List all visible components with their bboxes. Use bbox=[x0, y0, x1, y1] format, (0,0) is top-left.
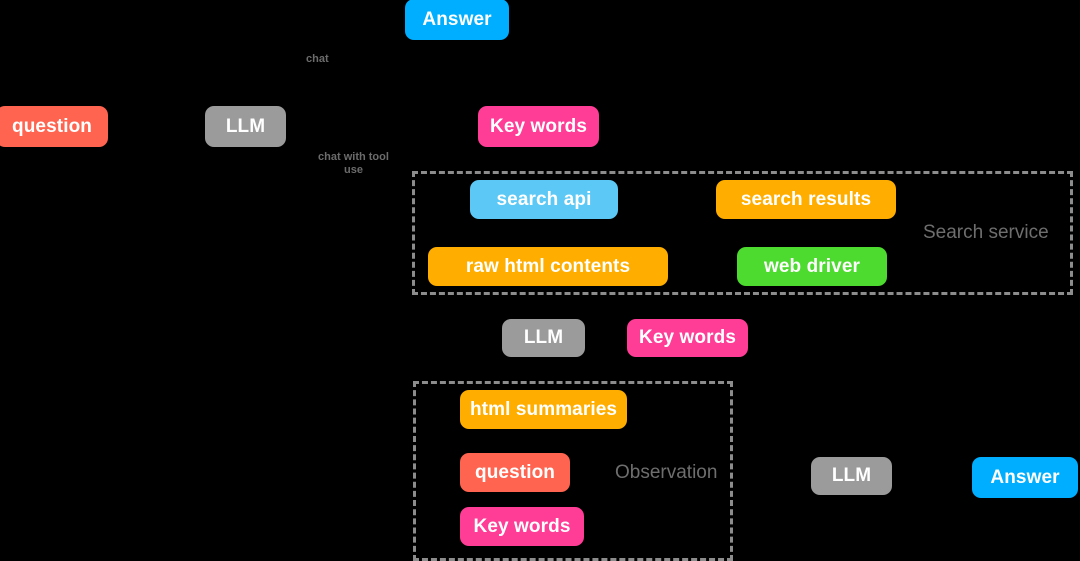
node-llm-right[interactable]: LLM bbox=[811, 457, 892, 495]
edge-label-chat-with-tool-use: chat with tool use bbox=[318, 151, 389, 176]
node-keywords-observation[interactable]: Key words bbox=[460, 507, 584, 546]
node-question-left[interactable]: question bbox=[0, 106, 108, 147]
node-web-driver[interactable]: web driver bbox=[737, 247, 887, 286]
group-search-service bbox=[412, 171, 1073, 295]
node-llm-left[interactable]: LLM bbox=[205, 106, 286, 147]
node-keywords-top[interactable]: Key words bbox=[478, 106, 599, 147]
group-label-observation: Observation bbox=[615, 462, 718, 483]
group-observation bbox=[413, 381, 733, 561]
edge-label-chat: chat bbox=[306, 53, 329, 65]
node-answer-top[interactable]: Answer bbox=[405, 0, 509, 40]
node-llm-mid[interactable]: LLM bbox=[502, 319, 585, 357]
node-question-observation[interactable]: question bbox=[460, 453, 570, 492]
node-answer-right[interactable]: Answer bbox=[972, 457, 1078, 498]
node-raw-html-contents[interactable]: raw html contents bbox=[428, 247, 668, 286]
node-html-summaries[interactable]: html summaries bbox=[460, 390, 627, 429]
group-label-search-service: Search service bbox=[923, 222, 1049, 243]
node-search-api[interactable]: search api bbox=[470, 180, 618, 219]
node-search-results[interactable]: search results bbox=[716, 180, 896, 219]
node-keywords-mid[interactable]: Key words bbox=[627, 319, 748, 357]
